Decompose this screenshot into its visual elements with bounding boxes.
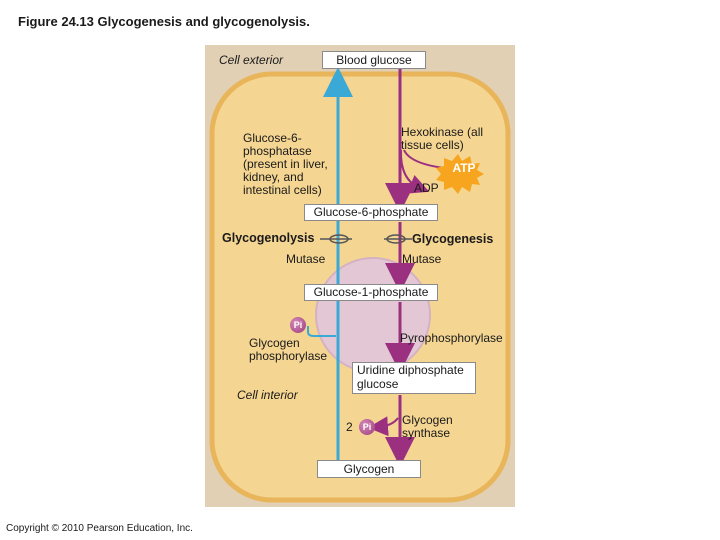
- atp-label: ATP: [452, 161, 476, 175]
- cell-exterior-label: Cell exterior: [219, 53, 284, 67]
- glycogenolysis-label: Glycogenolysis: [222, 231, 315, 245]
- cell-interior-label: Cell interior: [237, 388, 298, 402]
- blood-glucose-box: Blood glucose: [322, 51, 426, 69]
- pi-badge-input: Pi: [290, 317, 306, 333]
- pi-input-arrow: [307, 326, 336, 337]
- pi-badge-output: Pi: [359, 419, 375, 435]
- glycogenesis-label: Glycogenesis: [412, 232, 494, 246]
- pyrophosphorylase-label: Pyrophosphorylase: [400, 331, 503, 345]
- atp-burst: [436, 154, 484, 194]
- pi-release-arrow: [368, 416, 399, 437]
- adp-label: ADP: [414, 181, 439, 195]
- glycogen-synthase-label: Glycogen synthase: [402, 413, 453, 440]
- two-pi-coefficient: 2: [346, 420, 353, 434]
- figure-title: Figure 24.13 Glycogenesis and glycogenol…: [18, 14, 310, 29]
- mutase-left-label: Mutase: [286, 252, 326, 266]
- hexokinase-label: Hexokinase (all tissue cells): [401, 125, 484, 152]
- glycogenolysis-key-symbol: [329, 234, 349, 244]
- glucose-6-phosphate-box: Glucose-6-phosphate: [304, 204, 438, 221]
- glycogen-box: Glycogen: [317, 460, 421, 478]
- adp-release-arrow: [399, 149, 430, 194]
- udp-glucose-box: Uridine diphosphate glucose: [352, 362, 476, 394]
- glucose-1-phosphate-box: Glucose-1-phosphate: [304, 284, 438, 301]
- mutase-right-label: Mutase: [402, 252, 442, 266]
- glycogen-phosphorylase-label: Glycogen phosphorylase: [249, 336, 328, 363]
- glycogenesis-key-symbol: [386, 234, 406, 244]
- copyright-notice: Copyright © 2010 Pearson Education, Inc.: [6, 523, 193, 534]
- glucose-6-phosphatase-label: Glucose-6-phosphatase (present in liver,…: [243, 131, 328, 197]
